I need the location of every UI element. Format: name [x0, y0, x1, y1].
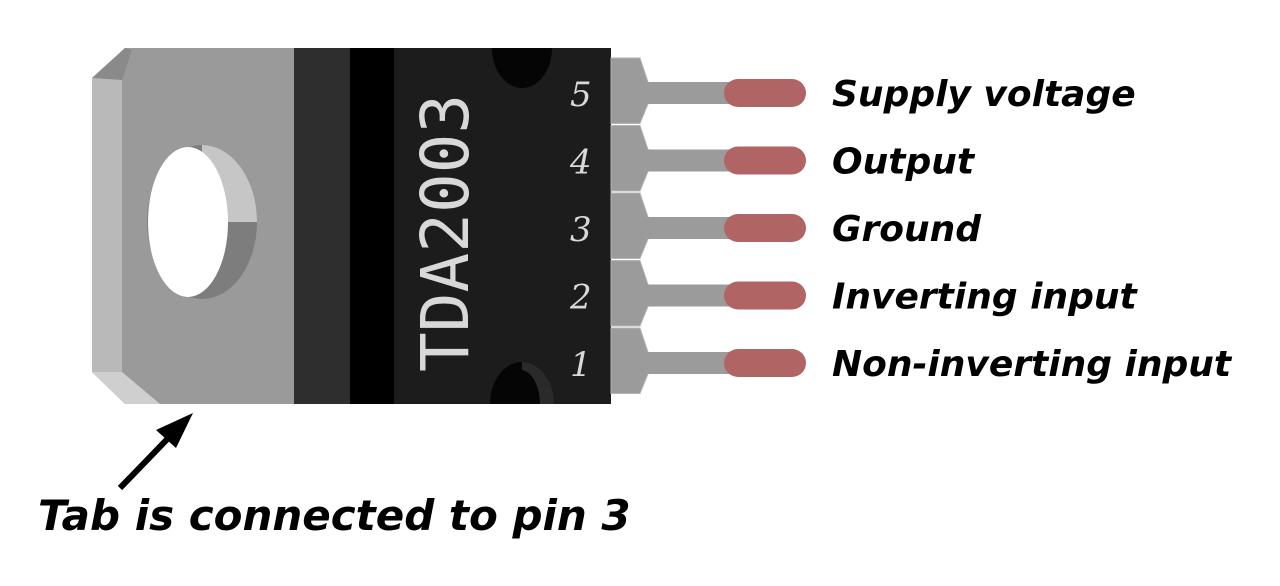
pin-tip: [724, 349, 806, 377]
pins-layer: 5 Supply voltage 4 Output 3 Ground 2 Inverting …: [569, 57, 1233, 394]
pin-number: 4: [569, 143, 592, 183]
pin-tip: [724, 214, 806, 242]
pin-lead: [646, 149, 746, 172]
pin-lead: [646, 352, 746, 374]
body-black-band: [350, 48, 394, 404]
body-main: [394, 48, 611, 404]
pin-label: Output: [832, 142, 976, 183]
pin-number: 5: [570, 75, 592, 115]
bottom-notch-highlight: [522, 362, 554, 404]
part-number-label: TDA2003: [407, 94, 484, 372]
pin-lead-root: [610, 57, 649, 124]
body-left-band: [294, 48, 350, 404]
pin-2: 2 Inverting input: [569, 260, 1139, 327]
tab-bevel-bottom: [92, 372, 160, 404]
tab-bevel-top: [92, 48, 132, 80]
mounting-hole: [147, 145, 257, 299]
pin-tip: [724, 146, 806, 175]
pin-lead: [646, 217, 746, 239]
metal-tab: [92, 48, 294, 404]
pin-lead-root: [610, 260, 649, 327]
pin-lead-root: [610, 192, 649, 259]
chip-body: TDA2003: [294, 48, 611, 404]
pin-number: 1: [570, 345, 592, 385]
pin-number: 3: [570, 210, 592, 250]
pin-5: 5 Supply voltage: [570, 57, 1136, 124]
pin-number: 2: [569, 278, 592, 318]
pin-1: 1 Non-inverting input: [570, 327, 1233, 394]
tab-note-text: Tab is connected to pin 3: [38, 491, 631, 540]
pin-label: Supply voltage: [832, 74, 1136, 115]
pin-lead-root: [610, 327, 649, 394]
pin-lead-root: [610, 125, 649, 192]
pin-lead: [646, 82, 746, 104]
pin-lead: [646, 284, 746, 307]
pin-label: Non-inverting input: [832, 344, 1233, 385]
top-notch: [492, 48, 552, 88]
tab-bevel-left: [92, 78, 122, 372]
pin-label: Ground: [832, 209, 982, 250]
pin-label: Inverting input: [832, 277, 1139, 318]
pin-tip: [724, 281, 806, 310]
pin-3: 3 Ground: [570, 192, 982, 259]
tab-note-arrow: [117, 413, 193, 491]
pin-4: 4 Output: [569, 125, 976, 192]
pin-tip: [724, 79, 806, 107]
